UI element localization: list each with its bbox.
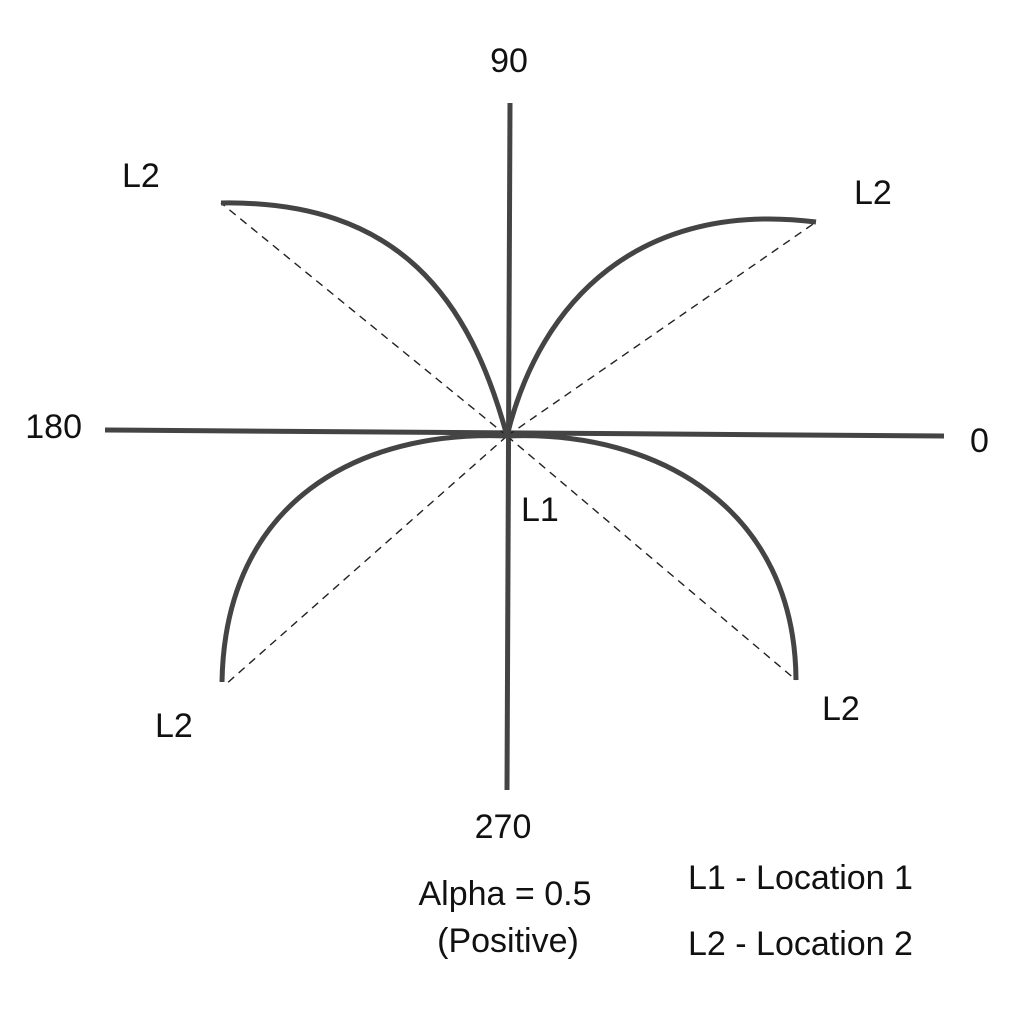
axis-vertical xyxy=(504,102,513,791)
axis-label-270: 270 xyxy=(475,808,532,846)
chord-upper-left xyxy=(220,202,508,437)
point-label-l2-upper-right: L2 xyxy=(854,174,892,212)
point-label-l2-lower-right: L2 xyxy=(822,690,860,728)
caption-sign: (Positive) xyxy=(437,922,579,960)
chord-lower-left xyxy=(224,435,508,686)
arc-lower-left xyxy=(219,433,508,683)
axis-label-0: 0 xyxy=(970,422,989,460)
chord-upper-right xyxy=(506,221,817,437)
chord-lower-right xyxy=(506,435,797,681)
point-label-l1: L1 xyxy=(521,491,559,529)
legend-entry-l2: L2 - Location 2 xyxy=(688,925,913,963)
axis-label-180: 180 xyxy=(25,408,82,446)
point-label-l2-upper-left: L2 xyxy=(122,157,160,195)
legend-entry-l1: L1 - Location 1 xyxy=(688,859,913,897)
arc-lower-right xyxy=(506,433,799,681)
arc-upper-left xyxy=(220,200,510,437)
arc-upper-right xyxy=(504,216,817,437)
axis-label-90: 90 xyxy=(490,42,528,80)
axis-horizontal xyxy=(104,427,945,439)
point-label-l2-lower-left: L2 xyxy=(155,707,193,745)
caption-alpha: Alpha = 0.5 xyxy=(419,875,592,913)
